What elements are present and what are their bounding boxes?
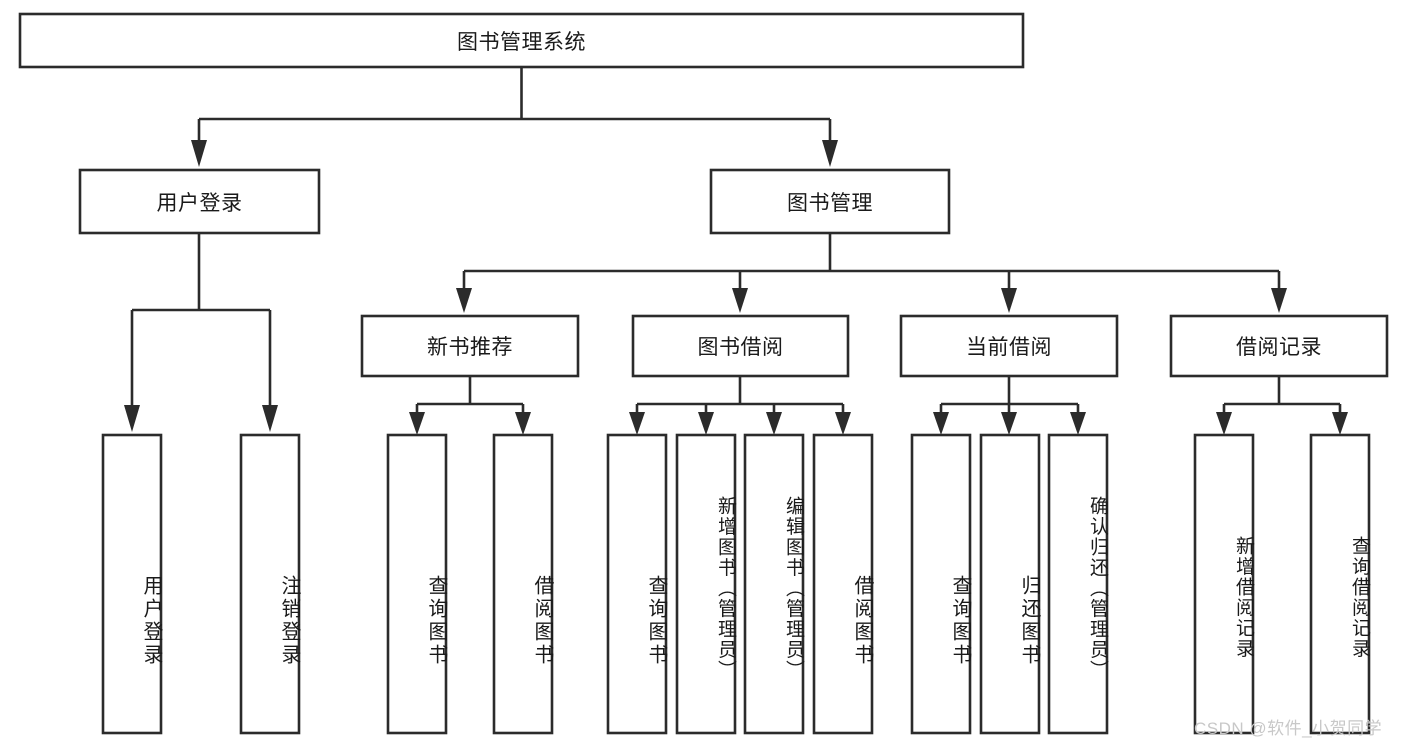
arrow-bookborrow-leaf-3 [766,412,782,435]
node-box-leaf-add-book[interactable] [675,433,737,735]
arrow-borrowrecord-leaf-2 [1332,412,1348,435]
node-box-root[interactable] [18,12,1025,69]
node-box-book-manage[interactable] [709,168,951,235]
node-box-leaf-query-book-1[interactable] [386,433,448,735]
node-box-leaf-query-record[interactable] [1309,433,1371,735]
connector-group-newbook [409,376,531,435]
node-box-user-login[interactable] [78,168,321,235]
arrow-bookborrow-leaf-2 [698,412,714,435]
arrow-newbook-leaf-1 [409,412,425,435]
node-box-leaf-confirm-return[interactable] [1047,433,1109,735]
arrow-bookborrow-leaf-4 [835,412,851,435]
arrow-borrowrecord-leaf-1 [1216,412,1232,435]
connector-group-borrowrecord [1216,376,1348,435]
arrow-userlogin-leaf-1 [124,405,140,432]
arrow-newbook-leaf-2 [515,412,531,435]
node-box-current-borrow[interactable] [899,314,1119,378]
connector-group-root [191,67,838,167]
node-box-leaf-query-book-2[interactable] [606,433,668,735]
arrow-userlogin-leaf-2 [262,405,278,432]
arrow-bookmanage-borrow [732,288,748,313]
arrow-currentborrow-leaf-2 [1001,412,1017,435]
connector-group-userlogin [124,233,278,432]
node-box-leaf-borrow-book-1[interactable] [492,433,554,735]
node-box-leaf-edit-book[interactable] [743,433,805,735]
node-box-leaf-query-book-3[interactable] [910,433,972,735]
node-box-new-book-rec[interactable] [360,314,580,378]
arrow-bookborrow-leaf-1 [629,412,645,435]
connector-group-bookmanage [456,233,1287,313]
node-box-leaf-user-login[interactable] [101,433,163,735]
node-box-leaf-add-record[interactable] [1193,433,1255,735]
node-box-borrow-record[interactable] [1169,314,1389,378]
arrow-root-to-userlogin [191,140,207,167]
watermark-text: CSDN @软件_小贺同学 [1194,719,1383,738]
node-box-leaf-return-book[interactable] [979,433,1041,735]
node-box-leaf-borrow-book-2[interactable] [812,433,874,735]
arrow-root-to-bookmanage [822,140,838,167]
arrow-bookmanage-record [1271,288,1287,313]
arrow-bookmanage-newbook [456,288,472,313]
connector-group-bookborrow [629,376,851,435]
node-box-leaf-logout[interactable] [239,433,301,735]
arrow-bookmanage-current [1001,288,1017,313]
node-box-book-borrow[interactable] [631,314,850,378]
arrow-currentborrow-leaf-1 [933,412,949,435]
connector-group-currentborrow [933,376,1086,435]
arrow-currentborrow-leaf-3 [1070,412,1086,435]
